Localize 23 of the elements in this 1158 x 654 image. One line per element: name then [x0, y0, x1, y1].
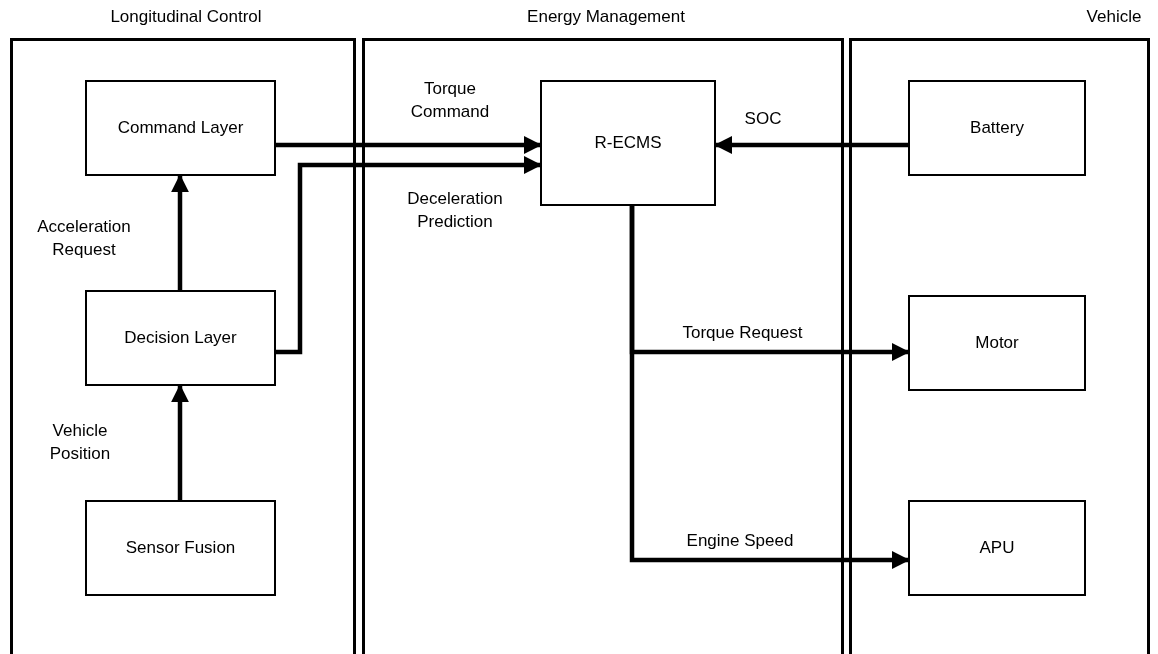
- box-label: APU: [979, 538, 1015, 558]
- arrow: [629, 206, 910, 569]
- box-label: Decision Layer: [124, 328, 237, 348]
- arrow: [276, 136, 542, 154]
- box-label: Motor: [975, 333, 1019, 353]
- panel-title: Longitudinal Control: [110, 7, 262, 27]
- box-label: Battery: [970, 118, 1024, 138]
- process-box: [85, 290, 276, 386]
- process-box: [85, 80, 276, 176]
- box-label: Command Layer: [117, 118, 244, 138]
- process-box: [908, 500, 1086, 596]
- panel-title: Vehicle: [1086, 7, 1142, 27]
- box-label: Sensor Fusion: [125, 538, 236, 558]
- arrow: [171, 384, 189, 500]
- box-label: R-ECMS: [594, 133, 662, 153]
- process-box: [908, 80, 1086, 176]
- arrow: [714, 136, 908, 154]
- arrow: [171, 174, 189, 290]
- process-box: [85, 500, 276, 596]
- arrow: [276, 156, 542, 355]
- panel-title: Energy Management: [527, 7, 685, 27]
- process-box: [908, 295, 1086, 391]
- process-box: [540, 80, 716, 206]
